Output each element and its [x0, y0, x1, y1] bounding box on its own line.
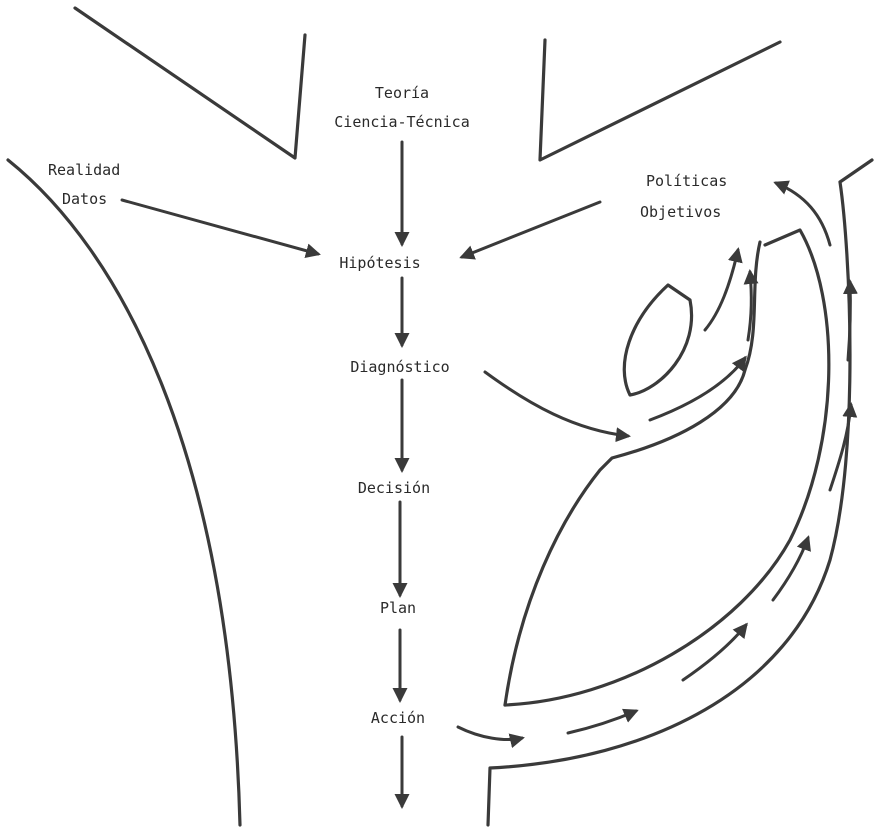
lens-shape — [624, 285, 691, 395]
inner-loop-curve — [505, 230, 829, 705]
politicas-label: Políticas — [646, 172, 727, 190]
ciencia-tecnica-label: Ciencia-Técnica — [334, 113, 469, 131]
arrow-politicas-to-hipotesis — [462, 202, 600, 257]
loop-arrow-inner-2 — [705, 250, 738, 330]
plan-label: Plan — [380, 599, 416, 617]
loop-arrow-lower-2 — [683, 625, 746, 680]
teoria-label: Teoría — [375, 84, 429, 102]
loop-arrow-lower-1 — [568, 711, 636, 733]
accion-label: Acción — [371, 709, 425, 727]
loop-arrow-accion — [458, 727, 522, 740]
hipotesis-label: Hipótesis — [339, 254, 420, 272]
left-boundary-curve — [8, 160, 240, 825]
arrow-realidad-to-hipotesis — [122, 200, 318, 254]
top-left-v-line — [75, 8, 305, 158]
loop-arrow-inner-3 — [650, 358, 745, 420]
datos-label: Datos — [62, 190, 107, 208]
crescent-shape — [505, 242, 760, 705]
decision-label: Decisión — [358, 479, 430, 497]
realidad-label: Realidad — [48, 161, 120, 179]
diagnostico-label: Diagnóstico — [350, 358, 449, 376]
loop-arrow-inner-1 — [748, 272, 751, 340]
diagnostico-to-loop-arrow — [485, 372, 628, 436]
top-right-v-line — [540, 40, 780, 160]
loop-arrow-lower-3 — [773, 538, 808, 600]
objetivos-label: Objetivos — [640, 203, 721, 221]
